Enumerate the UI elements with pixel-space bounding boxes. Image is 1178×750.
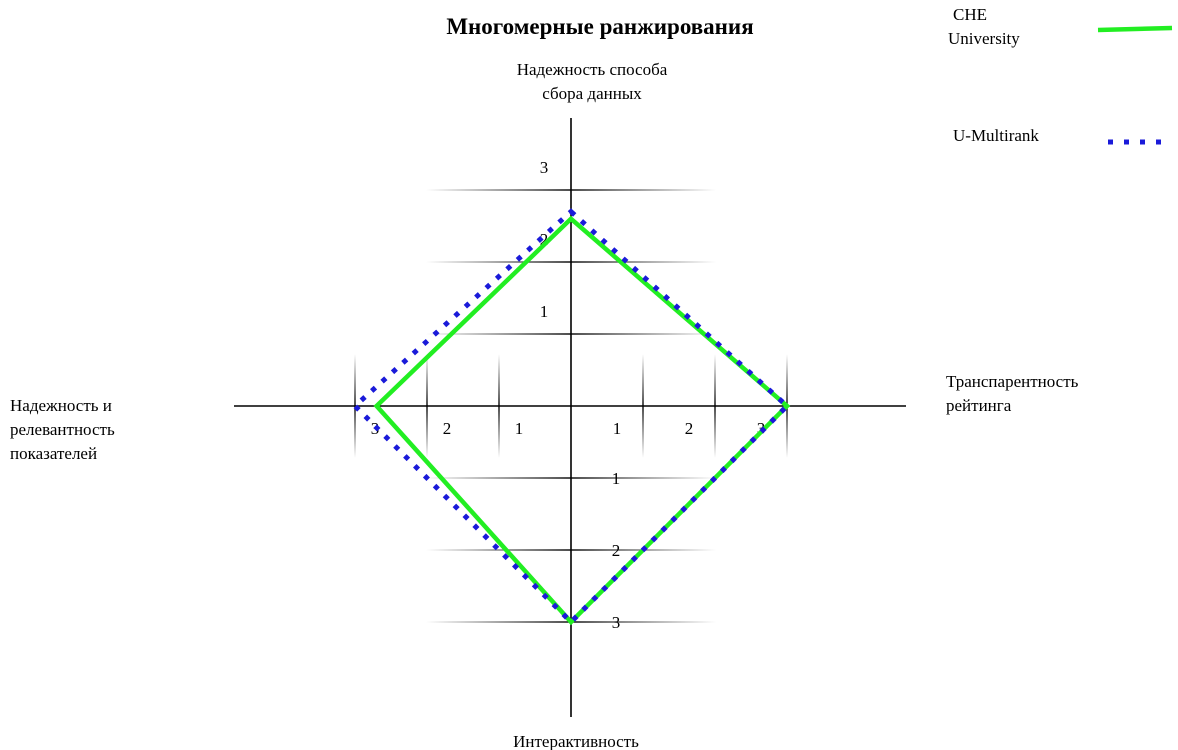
series-layer xyxy=(351,208,791,626)
legend-label-2: U-Multirank xyxy=(953,126,1039,145)
tick-label-left-1: 1 xyxy=(515,419,524,438)
tick-label-top-2: 2 xyxy=(540,230,549,249)
axis-label-bottom: Интерактивность xyxy=(513,732,639,750)
tick-label-right-1: 1 xyxy=(613,419,622,438)
legend-swatch-1 xyxy=(1097,25,1173,33)
chart-title: Многомерные ранжирования xyxy=(446,14,753,39)
tick-label-top-1: 1 xyxy=(540,302,549,321)
series-1-polygon xyxy=(373,215,791,626)
tick-label-top-3: 3 xyxy=(540,158,549,177)
series-2-polygon xyxy=(351,208,791,626)
tick-label-right-2: 2 xyxy=(685,419,694,438)
tick-label-bottom-1: 1 xyxy=(612,469,621,488)
tick-label-bottom-3: 3 xyxy=(612,613,621,632)
tick-label-left-2: 2 xyxy=(443,419,452,438)
tick-label-bottom-2: 2 xyxy=(612,541,621,560)
